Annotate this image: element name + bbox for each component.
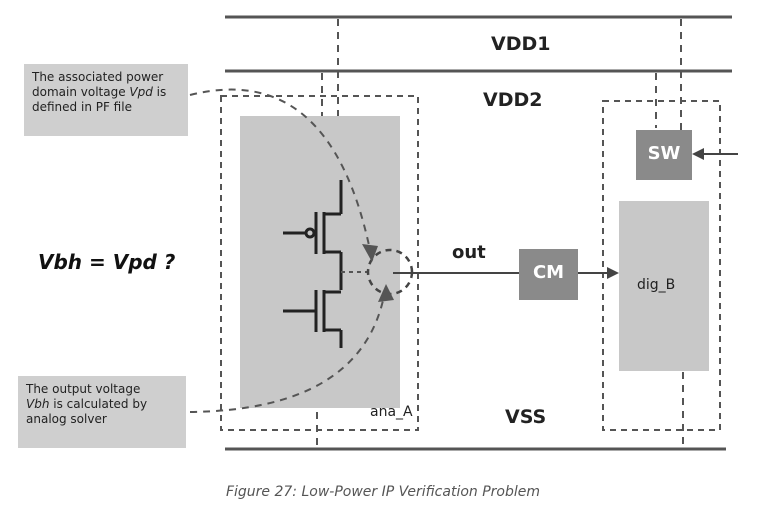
- dig-label: dig_B: [637, 277, 676, 293]
- vpd-pointer-curve: [189, 88, 371, 251]
- vbh-pointer-curve: [189, 295, 385, 413]
- cm-block: [519, 249, 578, 300]
- vpd-callout-line3: defined in PF file: [32, 100, 132, 114]
- vbh-callout-line3: analog solver: [26, 412, 107, 426]
- out-label: out: [452, 242, 486, 263]
- ana-domain-boundary: [220, 95, 419, 431]
- vbh-callout: The output voltage Vbh is calculated by …: [18, 376, 186, 448]
- vdd2-label: VDD2: [483, 89, 543, 111]
- vdd1-label: VDD1: [491, 33, 551, 55]
- dig-domain-boundary: [602, 100, 721, 431]
- sw-block: [636, 130, 692, 180]
- vbh-callout-line1: The output voltage: [26, 382, 141, 396]
- dig-block: [619, 201, 709, 371]
- cm-label: CM: [532, 262, 565, 283]
- sw-input-arrowhead: [692, 148, 704, 160]
- vpd-callout-line2: domain voltage Vpd is: [32, 85, 167, 99]
- vbh-pointer-arrowhead: [378, 284, 394, 302]
- vss-label: VSS: [505, 406, 547, 428]
- vpd-pointer-arrowhead: [362, 244, 378, 262]
- voltage-equation: Vbh = Vpd ?: [38, 250, 176, 274]
- vpd-callout-line1: The associated power: [32, 70, 164, 84]
- sw-label: SW: [647, 143, 681, 164]
- figure-caption: Figure 27: Low-Power IP Verification Pro…: [225, 484, 541, 500]
- ana-block: [240, 116, 400, 408]
- ana-label: ana_A: [370, 404, 413, 420]
- vpd-callout: The associated power domain voltage Vpd …: [24, 64, 188, 136]
- inverter-schematic: [283, 180, 343, 348]
- vbh-callout-line2: Vbh is calculated by: [26, 397, 148, 411]
- cm-to-dig-arrowhead: [607, 267, 619, 279]
